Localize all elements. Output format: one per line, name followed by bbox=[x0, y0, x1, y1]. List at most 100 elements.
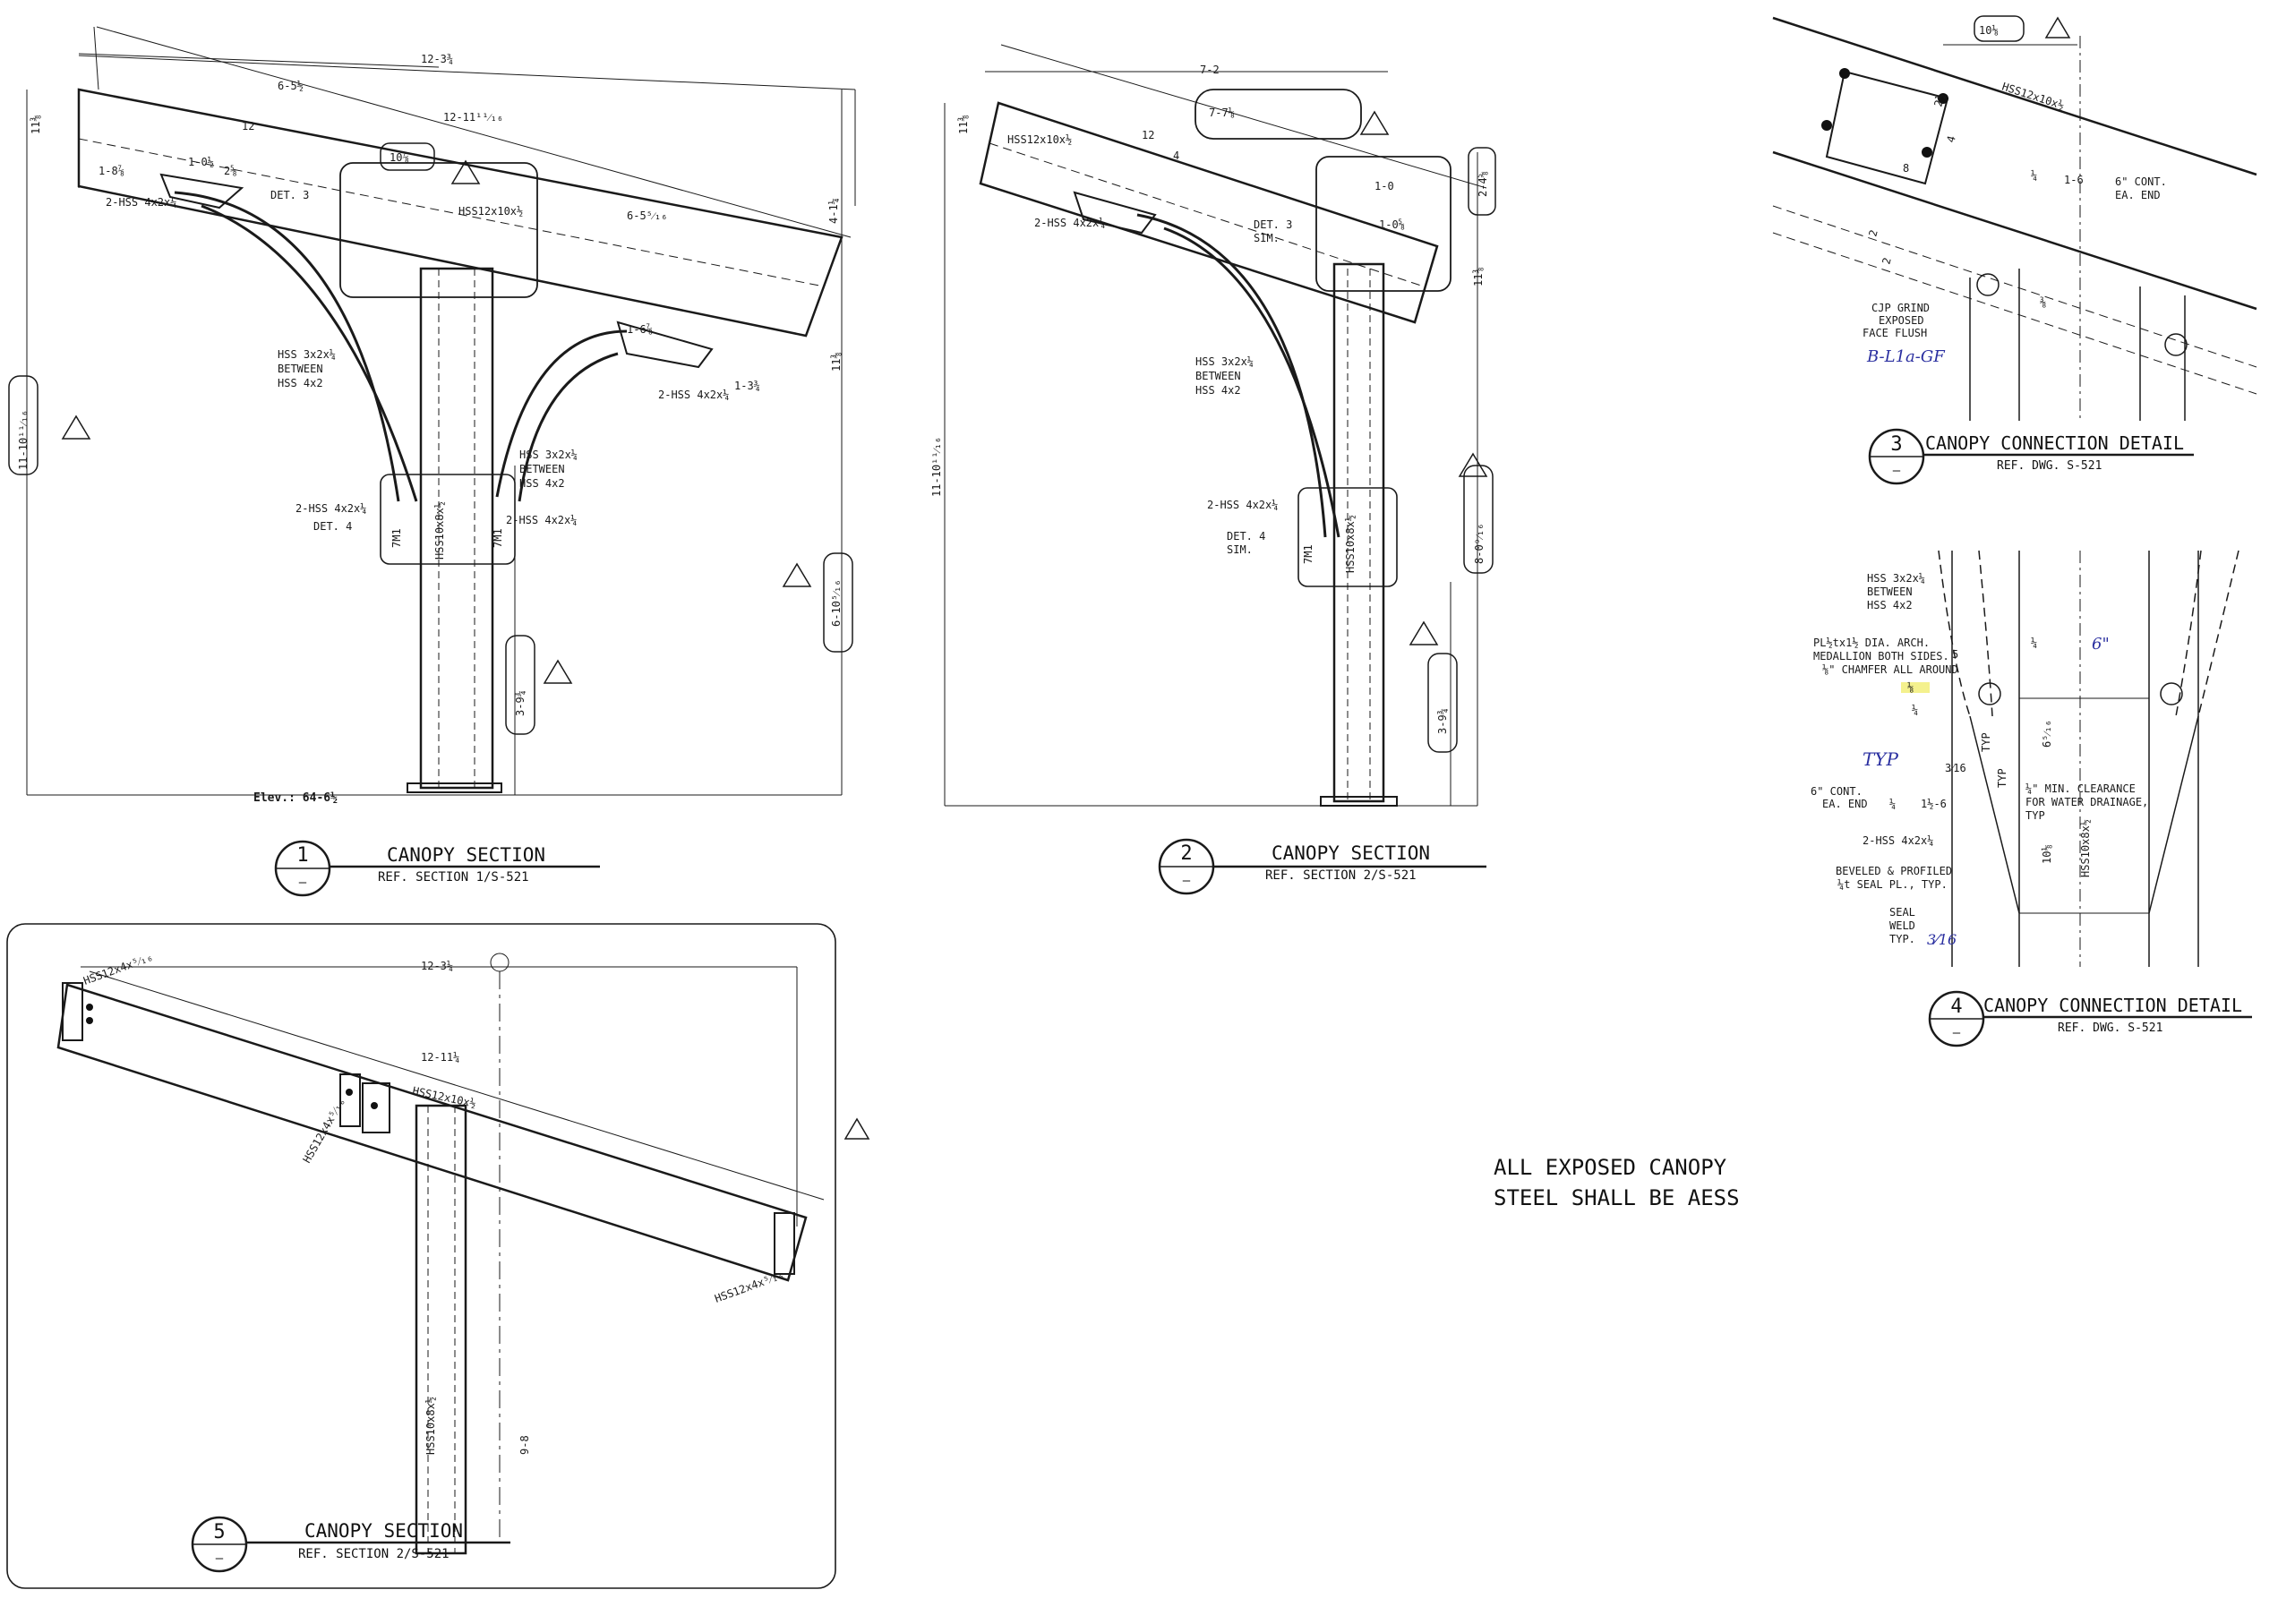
s1-lbl-arch-a: HSS 3x2x¼ bbox=[278, 348, 336, 361]
s5-lbl-d1211: 12-11¼ bbox=[421, 1051, 459, 1064]
s2-lbl-d1110: 11-10¹¹⁄₁₆ bbox=[930, 437, 943, 497]
s3-title: CANOPY CONNECTION DETAIL bbox=[1925, 432, 2184, 454]
s4-lbl-pl-a: PL½tx1½ DIA. ARCH. bbox=[1813, 637, 1930, 649]
s1-lbl-det3: DET. 3 bbox=[270, 189, 309, 201]
s4-lbl-bev-b: ¼t SEAL PL., TYP. bbox=[1837, 878, 1948, 891]
s2-lbl-hss-top: HSS12x10x½ bbox=[1007, 133, 1072, 146]
s3-lbl-d8: 8 bbox=[1903, 162, 1909, 175]
general-note: ALL EXPOSED CANOPY STEEL SHALL BE AESS bbox=[1494, 1155, 1740, 1210]
s4-lbl-w3: ¼ bbox=[1912, 704, 1918, 716]
s4-lbl-typ2: TYP bbox=[1996, 768, 2008, 788]
s1-lbl-d10: 1-0½ bbox=[188, 156, 214, 168]
s3-lbl-d10: 10⅛ bbox=[1979, 24, 1999, 37]
s1-lbl-hss-top: HSS12x10x½ bbox=[458, 205, 523, 218]
s5-lbl-col: HSS10x8x½ bbox=[424, 1397, 437, 1455]
svg-text:–: – bbox=[1183, 874, 1191, 888]
svg-text:–: – bbox=[1953, 1026, 1961, 1040]
s3-lbl-weld-s: ¼ bbox=[2031, 169, 2037, 182]
s4-lbl-w5: ¼ bbox=[1889, 798, 1896, 810]
s4-hand-typ: TYP bbox=[1863, 748, 1899, 770]
s3-hand-note: B-L1a-GF bbox=[1866, 347, 1946, 366]
s5-number: 5 bbox=[213, 1521, 225, 1543]
s4-lbl-d10: 10⅛ bbox=[2041, 844, 2053, 864]
s1-lbl-d16: 1-6⅞ bbox=[627, 323, 653, 336]
s1-number: 1 bbox=[296, 844, 308, 867]
s1-lbl-d12: 12 bbox=[242, 120, 254, 132]
s1-lbl-d18: 1-8⅞ bbox=[98, 165, 124, 177]
s5-title: CANOPY SECTION bbox=[304, 1520, 463, 1542]
s4-ref: REF. DWG. S-521 bbox=[2058, 1021, 2162, 1035]
s1-arch-left bbox=[174, 191, 400, 502]
s4-lbl-w6: 1½-6 bbox=[1921, 798, 1947, 810]
s2-lbl-sim2: SIM. bbox=[1227, 543, 1253, 556]
s3-lbl-cjp-b: EXPOSED bbox=[1879, 314, 1924, 327]
s1-arch-right bbox=[495, 329, 628, 498]
s3-lbl-cont-a: 6" CONT. bbox=[2115, 175, 2167, 188]
s2-lbl-col: HSS10x8x½ bbox=[1344, 515, 1357, 573]
s3-lbl-d38: ⅜ bbox=[2040, 296, 2046, 309]
s3-lbl-cjp-c: FACE FLUSH bbox=[1863, 327, 1927, 339]
s2-lbl-det4: DET. 4 bbox=[1227, 530, 1265, 543]
s4-hand-6: 6" bbox=[2092, 635, 2110, 654]
s1-lbl-hss4r: 2-HSS 4x2x¼ bbox=[658, 389, 729, 401]
s1-lbl-d10b: 10⅞ bbox=[390, 151, 409, 164]
s2-lbl-hss4: 2-HSS 4x2x¼ bbox=[1034, 217, 1105, 229]
s1-lbl-d39: 3-9¾ bbox=[514, 690, 527, 716]
s2-ref: REF. SECTION 2/S-521 bbox=[1265, 868, 1417, 883]
s4-lbl-hss-a: HSS 3x2x¼ bbox=[1867, 572, 1925, 585]
s4-hand-seal: 3⁄16 bbox=[1927, 931, 1957, 948]
s1-lbl-top-dim: 12-3¾ bbox=[421, 53, 453, 65]
s4-lbl-w1: ¼ bbox=[2031, 637, 2037, 649]
s1-lbl-hss4-low: 2-HSS 4x2x¼ bbox=[295, 502, 366, 515]
s4-lbl-w2: ⅛ bbox=[1907, 681, 1914, 694]
s2-arch bbox=[1136, 213, 1327, 538]
s5-lbl-hss-l: HSS12x4x⁵⁄₁₆ bbox=[81, 951, 154, 987]
s2-cloud-top bbox=[1195, 89, 1362, 140]
s5-lbl-hss-m: HSS12x4x⁵⁄₁₆ bbox=[300, 1096, 347, 1166]
s3-lbl-d2c: 2 bbox=[1880, 256, 1893, 266]
s1-lbl-arch-r-c: HSS 4x2 bbox=[519, 477, 565, 490]
s5-lbl-hss-r: HSS12x4x⁵⁄₁₆ bbox=[713, 1269, 785, 1305]
s4-lbl-clr-b: FOR WATER DRAINAGE, bbox=[2025, 796, 2148, 808]
s2-lbl-hss4-low: 2-HSS 4x2x¼ bbox=[1207, 499, 1278, 511]
s1-lbl-tyd-r: 7M1 bbox=[492, 528, 504, 548]
s1-det4-box bbox=[380, 474, 516, 565]
s2-lbl-d113b: 11⅜ bbox=[1472, 267, 1485, 286]
s2-lbl-arch-a: HSS 3x2x¼ bbox=[1195, 355, 1254, 368]
s3-lbl-d2: 2½ bbox=[1931, 92, 1947, 108]
s4-number: 4 bbox=[1950, 996, 1962, 1018]
s2-main-beam bbox=[979, 101, 1439, 324]
s2-det4-box bbox=[1297, 487, 1398, 587]
s1-lbl-d65: 6-5⁵⁄₁₆ bbox=[627, 209, 667, 222]
s1-lbl-hss4-low-r: 2-HSS 4x2x¼ bbox=[506, 514, 577, 526]
s2-lbl-tyd: 7M1 bbox=[1302, 544, 1314, 564]
s1-lbl-hss4: 2-HSS 4x2x¼ bbox=[106, 196, 176, 209]
s1-lbl-arch-r-b: BETWEEN bbox=[519, 463, 565, 475]
s2-lbl-d80: 8-0⁹⁄₁₆ bbox=[1473, 524, 1486, 564]
s2-lbl-d113: 11⅜ bbox=[957, 115, 970, 134]
s2-lbl-d77: 7-7⅛ bbox=[1209, 107, 1235, 119]
s3-lbl-cont-b: EA. END bbox=[2115, 189, 2161, 201]
s4-lbl-hss4: 2-HSS 4x2x¼ bbox=[1863, 834, 1933, 847]
s3-number: 3 bbox=[1890, 433, 1902, 456]
section-3-detail: 10⅛ HSS12x10x½ 8 ¼ 1-6 6" CONT. EA. END … bbox=[1772, 15, 2257, 485]
s2-lbl-sim: SIM. bbox=[1254, 232, 1280, 244]
s2-lbl-d24: 2-4⅝ bbox=[1477, 171, 1489, 197]
s4-lbl-bev-a: BEVELED & PROFILED bbox=[1836, 865, 1952, 877]
note-line2: STEEL SHALL BE AESS bbox=[1494, 1185, 1740, 1210]
s3-ref: REF. DWG. S-521 bbox=[1997, 459, 2102, 473]
s2-lbl-d10: 1-0 bbox=[1374, 180, 1394, 192]
s5-lbl-top-dim: 12-3¼ bbox=[421, 960, 453, 972]
s1-lbl-d651: 6-5½ bbox=[278, 80, 304, 92]
s1-lbl-elev: Elev.: 64-6½ bbox=[253, 791, 338, 805]
s4-lbl-cont-a: 6" CONT. bbox=[1811, 785, 1863, 798]
s1-base-plate bbox=[407, 782, 502, 793]
s4-lbl-d6: 6⁵⁄₁₆ bbox=[2041, 720, 2053, 748]
s1-lbl-arch-r-a: HSS 3x2x¼ bbox=[519, 449, 578, 461]
s4-lbl-seal-b: WELD bbox=[1889, 919, 1915, 932]
s1-lbl-d2: 2⅝ bbox=[224, 165, 236, 177]
s3-lbl-cjp-a: CJP GRIND bbox=[1871, 302, 1930, 314]
svg-text:–: – bbox=[299, 876, 307, 890]
s2-lbl-d39: 3-9¾ bbox=[1436, 708, 1449, 734]
